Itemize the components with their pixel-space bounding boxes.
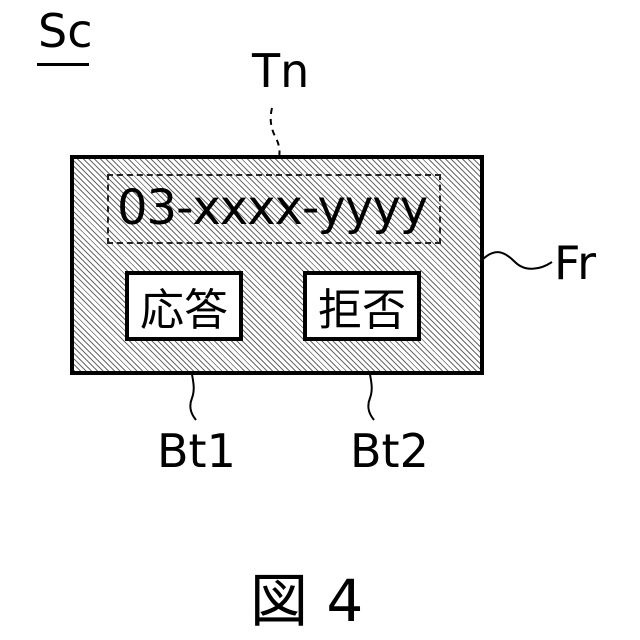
phone-number-display: 03-xxxx-yyyy (107, 174, 441, 244)
frame-leader-line (480, 252, 552, 269)
reject-button[interactable]: 拒否 (303, 271, 421, 341)
phone-number-text: 03-xxxx-yyyy (117, 184, 427, 232)
answer-button[interactable]: 応答 (125, 271, 243, 341)
reject-button-reference-label: Bt2 (350, 428, 429, 474)
incoming-call-frame: 03-xxxx-yyyy 応答 拒否 (70, 155, 484, 375)
answer-button-reference-label: Bt1 (157, 428, 236, 474)
figure-caption: 図 4 (250, 572, 363, 630)
